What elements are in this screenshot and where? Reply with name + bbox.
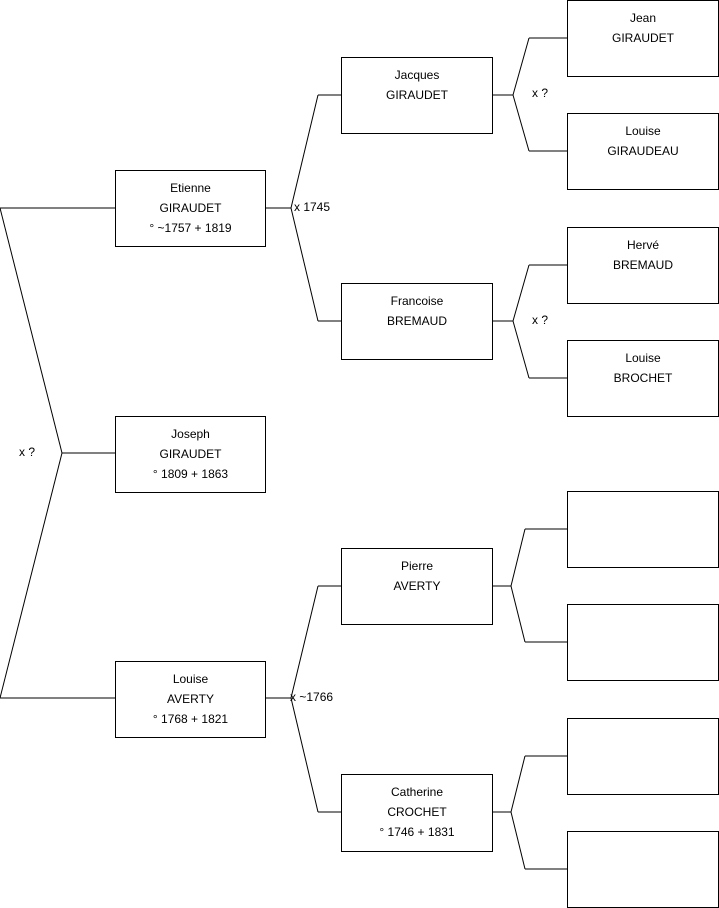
person-last-name: BROCHET	[613, 371, 673, 385]
person-box-jean-giraudet[interactable]: Jean GIRAUDET	[567, 0, 719, 77]
person-last-name: AVERTY	[167, 692, 214, 706]
person-first-name: Catherine	[390, 785, 444, 799]
person-box-joseph-giraudet[interactable]: Joseph GIRAUDET ° 1809 + 1863	[115, 416, 266, 493]
person-first-name: Jean	[629, 11, 657, 25]
person-box-louise-averty[interactable]: Louise AVERTY ° 1768 + 1821	[115, 661, 266, 738]
person-first-name: Louise	[625, 124, 661, 138]
person-last-name: BREMAUD	[612, 258, 673, 272]
marriage-label-ggp-francoise: x ?	[532, 313, 549, 327]
person-box-empty-6[interactable]	[567, 604, 719, 681]
person-box-pierre-averty[interactable]: Pierre AVERTY	[341, 548, 493, 625]
person-first-name: Joseph	[171, 427, 210, 441]
person-first-name: Francoise	[390, 294, 444, 308]
person-dates: ° 1809 + 1863	[152, 467, 229, 481]
marriage-label-parents: x ?	[19, 445, 36, 459]
person-last-name: CROCHET	[387, 805, 447, 819]
person-last-name: GIRAUDET	[611, 31, 674, 45]
marriage-label-paternal-grandparents: x 1745	[294, 200, 331, 214]
person-first-name: Louise	[625, 351, 661, 365]
person-box-jacques-giraudet[interactable]: Jacques GIRAUDET	[341, 57, 493, 134]
person-dates: ° 1746 + 1831	[379, 825, 455, 839]
person-first-name: Jacques	[394, 68, 440, 82]
person-last-name: BREMAUD	[386, 314, 447, 328]
person-last-name: AVERTY	[393, 579, 441, 593]
person-dates: ° ~1757 + 1819	[149, 221, 232, 235]
person-last-name: GIRAUDET	[159, 447, 222, 461]
person-box-empty-7[interactable]	[567, 718, 719, 795]
person-box-empty-8[interactable]	[567, 831, 719, 908]
person-last-name: GIRAUDEAU	[607, 144, 679, 158]
person-first-name: Hervé	[626, 238, 659, 252]
person-box-francoise-bremaud[interactable]: Francoise BREMAUD	[341, 283, 493, 360]
person-last-name: GIRAUDET	[385, 88, 448, 102]
person-box-herve-bremaud[interactable]: Hervé BREMAUD	[567, 227, 719, 304]
person-box-catherine-crochet[interactable]: Catherine CROCHET ° 1746 + 1831	[341, 774, 493, 852]
person-dates: ° 1768 + 1821	[152, 712, 229, 726]
person-box-empty-5[interactable]	[567, 491, 719, 568]
person-first-name: Louise	[172, 672, 209, 686]
marriage-label-ggp-jacques: x ?	[532, 86, 549, 100]
person-box-etienne-giraudet[interactable]: Etienne GIRAUDET ° ~1757 + 1819	[115, 170, 266, 247]
person-box-louise-giraudeau[interactable]: Louise GIRAUDEAU	[567, 113, 719, 190]
marriage-label-maternal-grandparents: x ~1766	[290, 690, 334, 704]
person-box-louise-brochet[interactable]: Louise BROCHET	[567, 340, 719, 417]
person-first-name: Pierre	[400, 559, 433, 573]
person-last-name: GIRAUDET	[159, 201, 222, 215]
person-first-name: Etienne	[170, 181, 211, 195]
